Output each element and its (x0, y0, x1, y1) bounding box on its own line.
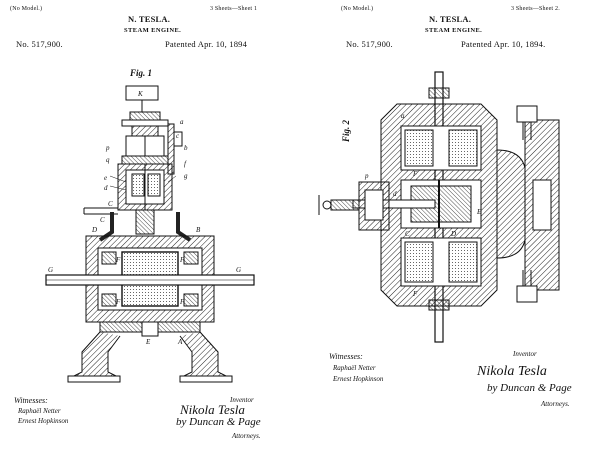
label-e: e (104, 174, 107, 182)
label-b: b (184, 144, 188, 152)
patent-date: Patented Apr. 10, 1894 (165, 39, 248, 49)
label-B: B (196, 226, 201, 234)
label-E: E (476, 208, 482, 216)
label-q: q (106, 156, 110, 164)
label-F-bl: F (115, 298, 121, 306)
inventor-signature: Nikola Tesla (180, 402, 245, 417)
witness-signature-1: Raphaël Netter (18, 407, 61, 415)
label-p: p (105, 144, 110, 152)
label-C: C (108, 200, 113, 208)
witness-signature-2: Ernest Hopkinson (18, 417, 69, 425)
patent-title: STEAM ENGINE. (425, 27, 483, 34)
label-D: D (91, 226, 97, 234)
label-c: c (176, 132, 180, 140)
attorney-signature: by Duncan & Page (176, 416, 261, 428)
fig1-drawing: K a c b p q f g e d C C D B F F F F G G … (45, 85, 255, 383)
figure-label: Fig. 1 (130, 68, 153, 78)
label-F-br: F (179, 298, 185, 306)
attorneys-label: Attorneys. (232, 432, 261, 440)
patent-title: STEAM ENGINE. (124, 27, 182, 34)
witness-signature-2: Ernest Hopkinson (333, 375, 384, 383)
label-E: E (145, 338, 151, 346)
label-G-right: G (236, 266, 241, 274)
attorney-signature: by Duncan & Page (487, 382, 572, 394)
attorneys-label: Attorneys. (541, 400, 570, 408)
label-a: a (401, 112, 405, 120)
fig2-drawing: a p d C D E F F (318, 71, 560, 343)
inventor-label: Inventor (230, 396, 254, 404)
label-d: d (393, 190, 397, 198)
sheets-note: 3 Sheets—Sheet 1 (210, 6, 258, 12)
label-f: f (184, 160, 187, 168)
sheets-note: 3 Sheets—Sheet 2. (511, 6, 560, 12)
witnesses-label: Witnesses: (329, 352, 363, 361)
label-K: K (137, 90, 143, 98)
label-F-lower: F (412, 290, 418, 298)
patent-sheet-1: (No Model.) 3 Sheets—Sheet 1 N. TESLA. S… (0, 0, 300, 465)
model-note: (No Model.) (10, 6, 43, 12)
patent-date: Patented Apr. 10, 1894. (461, 39, 546, 49)
label-F-tr: F (179, 256, 185, 264)
label-g: g (184, 172, 188, 180)
label-A: A (177, 338, 183, 346)
patent-number: No. 517,900. (16, 39, 63, 49)
label-C: C (405, 230, 410, 238)
inventor-name: N. TESLA. (128, 14, 171, 24)
patent-number: No. 517,900. (346, 39, 393, 49)
model-note: (No Model.) (341, 6, 374, 12)
inventor-signature: Nikola Tesla (477, 364, 547, 379)
label-G-left: G (48, 266, 53, 274)
label-F-tl: F (115, 256, 121, 264)
patent-sheet-2: (No Model.) 3 Sheets—Sheet 2. N. TESLA. … (301, 0, 601, 465)
witness-signature-1: Raphaël Netter (333, 364, 376, 372)
inventor-label: Inventor (513, 350, 537, 358)
label-p: p (364, 172, 369, 180)
inventor-name: N. TESLA. (429, 14, 472, 24)
witnesses-label: Witnesses: (14, 396, 48, 405)
label-a: a (180, 118, 184, 126)
label-F-upper: F (412, 170, 418, 178)
label-D: D (450, 230, 456, 238)
label-C-lower: C (100, 216, 105, 224)
label-d: d (104, 184, 108, 192)
